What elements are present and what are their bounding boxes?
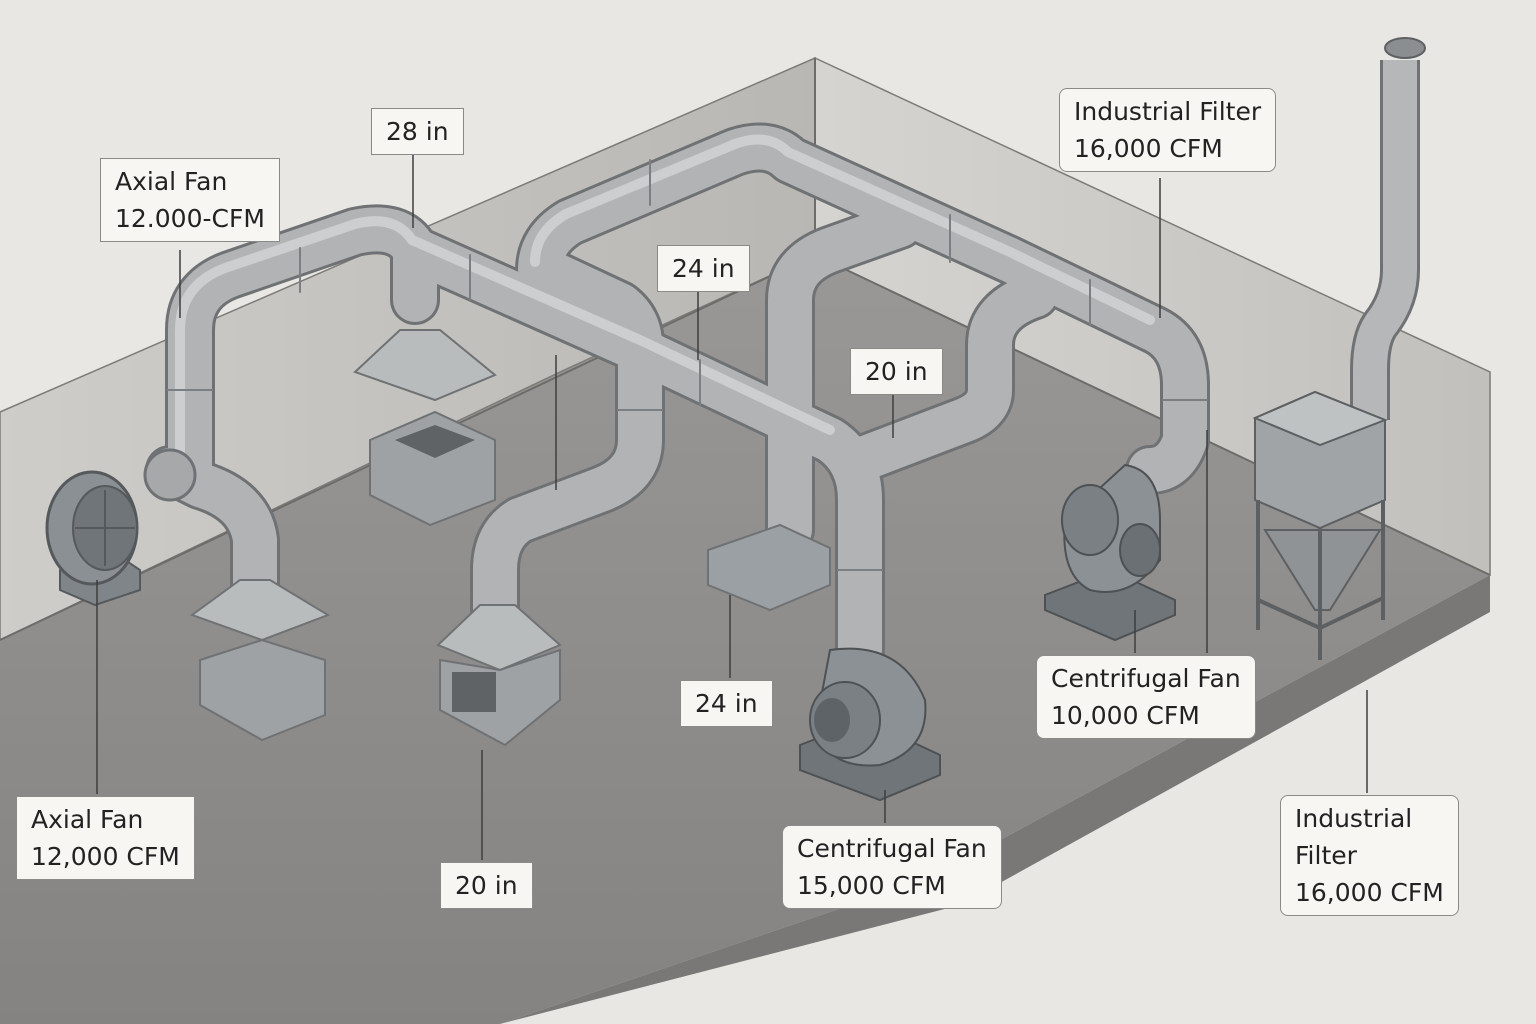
duct-base-plate bbox=[707, 523, 831, 612]
callout-centrifugal-fan-10k: Centrifugal Fan 10,000 CFM bbox=[1036, 655, 1256, 739]
callout-axial-fan-bottom: Axial Fan 12,000 CFM bbox=[16, 796, 195, 880]
callout-line: 24 in bbox=[672, 254, 735, 283]
callout-line: Industrial bbox=[1295, 804, 1413, 833]
callout-duct-20-bottom: 20 in bbox=[440, 862, 533, 909]
callout-axial-fan-top: Axial Fan 12.000-CFM bbox=[100, 158, 280, 242]
callout-line: Filter bbox=[1295, 841, 1357, 870]
callout-line: 15,000 CFM bbox=[797, 871, 946, 900]
industrial-filter bbox=[1252, 37, 1426, 660]
callout-centrifugal-fan-15k: Centrifugal Fan 15,000 CFM bbox=[782, 825, 1002, 909]
leader-lines bbox=[96, 155, 1368, 860]
callout-line: 20 in bbox=[455, 871, 518, 900]
callout-duct-20-right: 20 in bbox=[850, 348, 943, 395]
callout-line: 16,000 CFM bbox=[1074, 134, 1223, 163]
callout-line: 12.000-CFM bbox=[115, 204, 265, 233]
callout-line: 10,000 CFM bbox=[1051, 701, 1200, 730]
callout-line: 20 in bbox=[865, 357, 928, 386]
callout-line: 28 in bbox=[386, 117, 449, 146]
callout-line: 12,000 CFM bbox=[31, 842, 180, 871]
duct-elbow bbox=[143, 448, 197, 502]
callout-duct-24-bottom: 24 in bbox=[680, 680, 773, 727]
hood-left bbox=[189, 579, 331, 742]
duct-network bbox=[143, 122, 1210, 675]
floor bbox=[0, 255, 1490, 1024]
callout-line: Centrifugal Fan bbox=[797, 834, 987, 863]
callout-line: 24 in bbox=[695, 689, 758, 718]
hood-back bbox=[353, 329, 497, 527]
centrifugal-fan-15k bbox=[799, 647, 941, 802]
callout-line: Centrifugal Fan bbox=[1051, 664, 1241, 693]
callout-line: Industrial Filter bbox=[1074, 97, 1262, 126]
callout-line: 16,000 CFM bbox=[1295, 878, 1444, 907]
callout-duct-28: 28 in bbox=[371, 108, 464, 155]
callout-duct-24-top: 24 in bbox=[657, 245, 750, 292]
centrifugal-fan-10k bbox=[1044, 463, 1176, 642]
callout-industrial-filter-bottom: Industrial Filter 16,000 CFM bbox=[1280, 795, 1459, 916]
axial-fan bbox=[45, 470, 141, 607]
callout-industrial-filter-top: Industrial Filter 16,000 CFM bbox=[1059, 88, 1277, 172]
callout-line: Axial Fan bbox=[115, 167, 228, 196]
hoods bbox=[189, 329, 831, 747]
hood-middle bbox=[436, 604, 562, 747]
callout-line: Axial Fan bbox=[31, 805, 144, 834]
